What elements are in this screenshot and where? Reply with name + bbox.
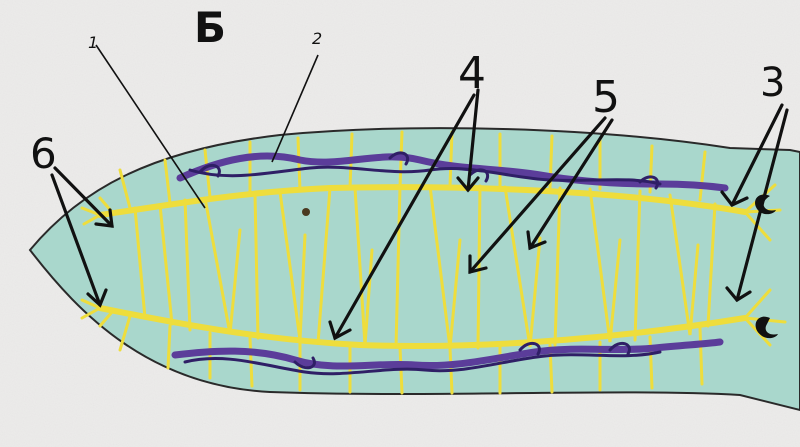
- label-2: 2: [312, 29, 322, 48]
- label-5: 5: [592, 72, 620, 123]
- figure-letter: Б: [194, 3, 226, 52]
- label-1: 1: [88, 33, 98, 52]
- label-6: 6: [30, 129, 57, 178]
- label-4: 4: [458, 48, 486, 99]
- label-3: 3: [760, 60, 785, 106]
- pigment-spot: [302, 208, 310, 216]
